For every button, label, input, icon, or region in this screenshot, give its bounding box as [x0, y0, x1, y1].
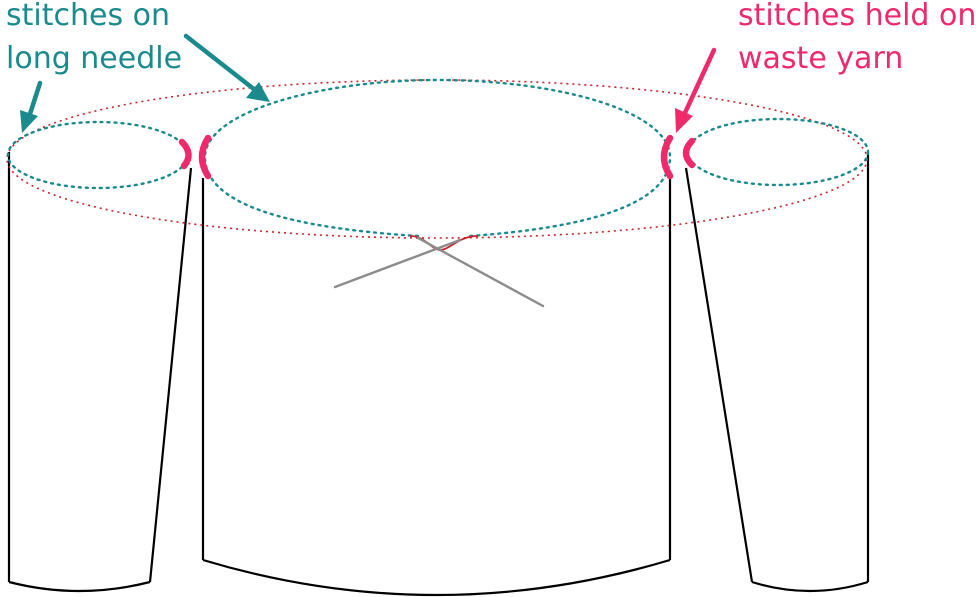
long-needle-label-line-2: long needle	[6, 41, 183, 76]
right-sleeve-cuff	[751, 580, 869, 593]
needle-arrow-right-head	[246, 82, 270, 102]
left-sleeve	[7, 152, 193, 593]
needle-arrow-left-shaft	[27, 80, 43, 117]
needle-arrows	[20, 33, 270, 133]
left-sleeve-inner-edge	[148, 167, 193, 583]
yoke-waste-yarn-outline	[6, 79, 868, 239]
waste-yarn-arrow-head	[675, 108, 693, 133]
needle-arrow-right-shaft	[183, 33, 258, 93]
waste-yarn-label-line-1: stitches held on	[738, 0, 976, 33]
body-stitches	[203, 78, 672, 238]
body-tube	[201, 178, 672, 597]
left-underarm-marker-body	[198, 134, 212, 180]
left-sleeve-stitches	[6, 120, 190, 190]
right-sleeve-inner-edge	[684, 167, 754, 583]
underarm-stitch-markers	[178, 134, 696, 180]
right-underarm-marker-body	[660, 134, 674, 180]
needle-tips	[333, 236, 545, 308]
left-sleeve-cuff	[8, 580, 151, 593]
body-hem	[202, 558, 671, 597]
left-underarm-marker-sleeve	[178, 138, 192, 170]
right-sleeve-stitches	[686, 117, 870, 187]
right-sleeve	[684, 152, 870, 593]
right-underarm-marker-sleeve	[682, 137, 696, 169]
needle-tip-left	[333, 238, 462, 289]
needle-arrow-left-head	[20, 110, 38, 133]
needle-tip-right	[416, 236, 545, 308]
waste-yarn-arrow	[675, 47, 717, 133]
waste-yarn-arrow-shaft	[681, 47, 717, 118]
waste-yarn-label-line-2: waste yarn	[738, 41, 904, 76]
long-needle-label-line-1: stitches on	[6, 0, 170, 33]
